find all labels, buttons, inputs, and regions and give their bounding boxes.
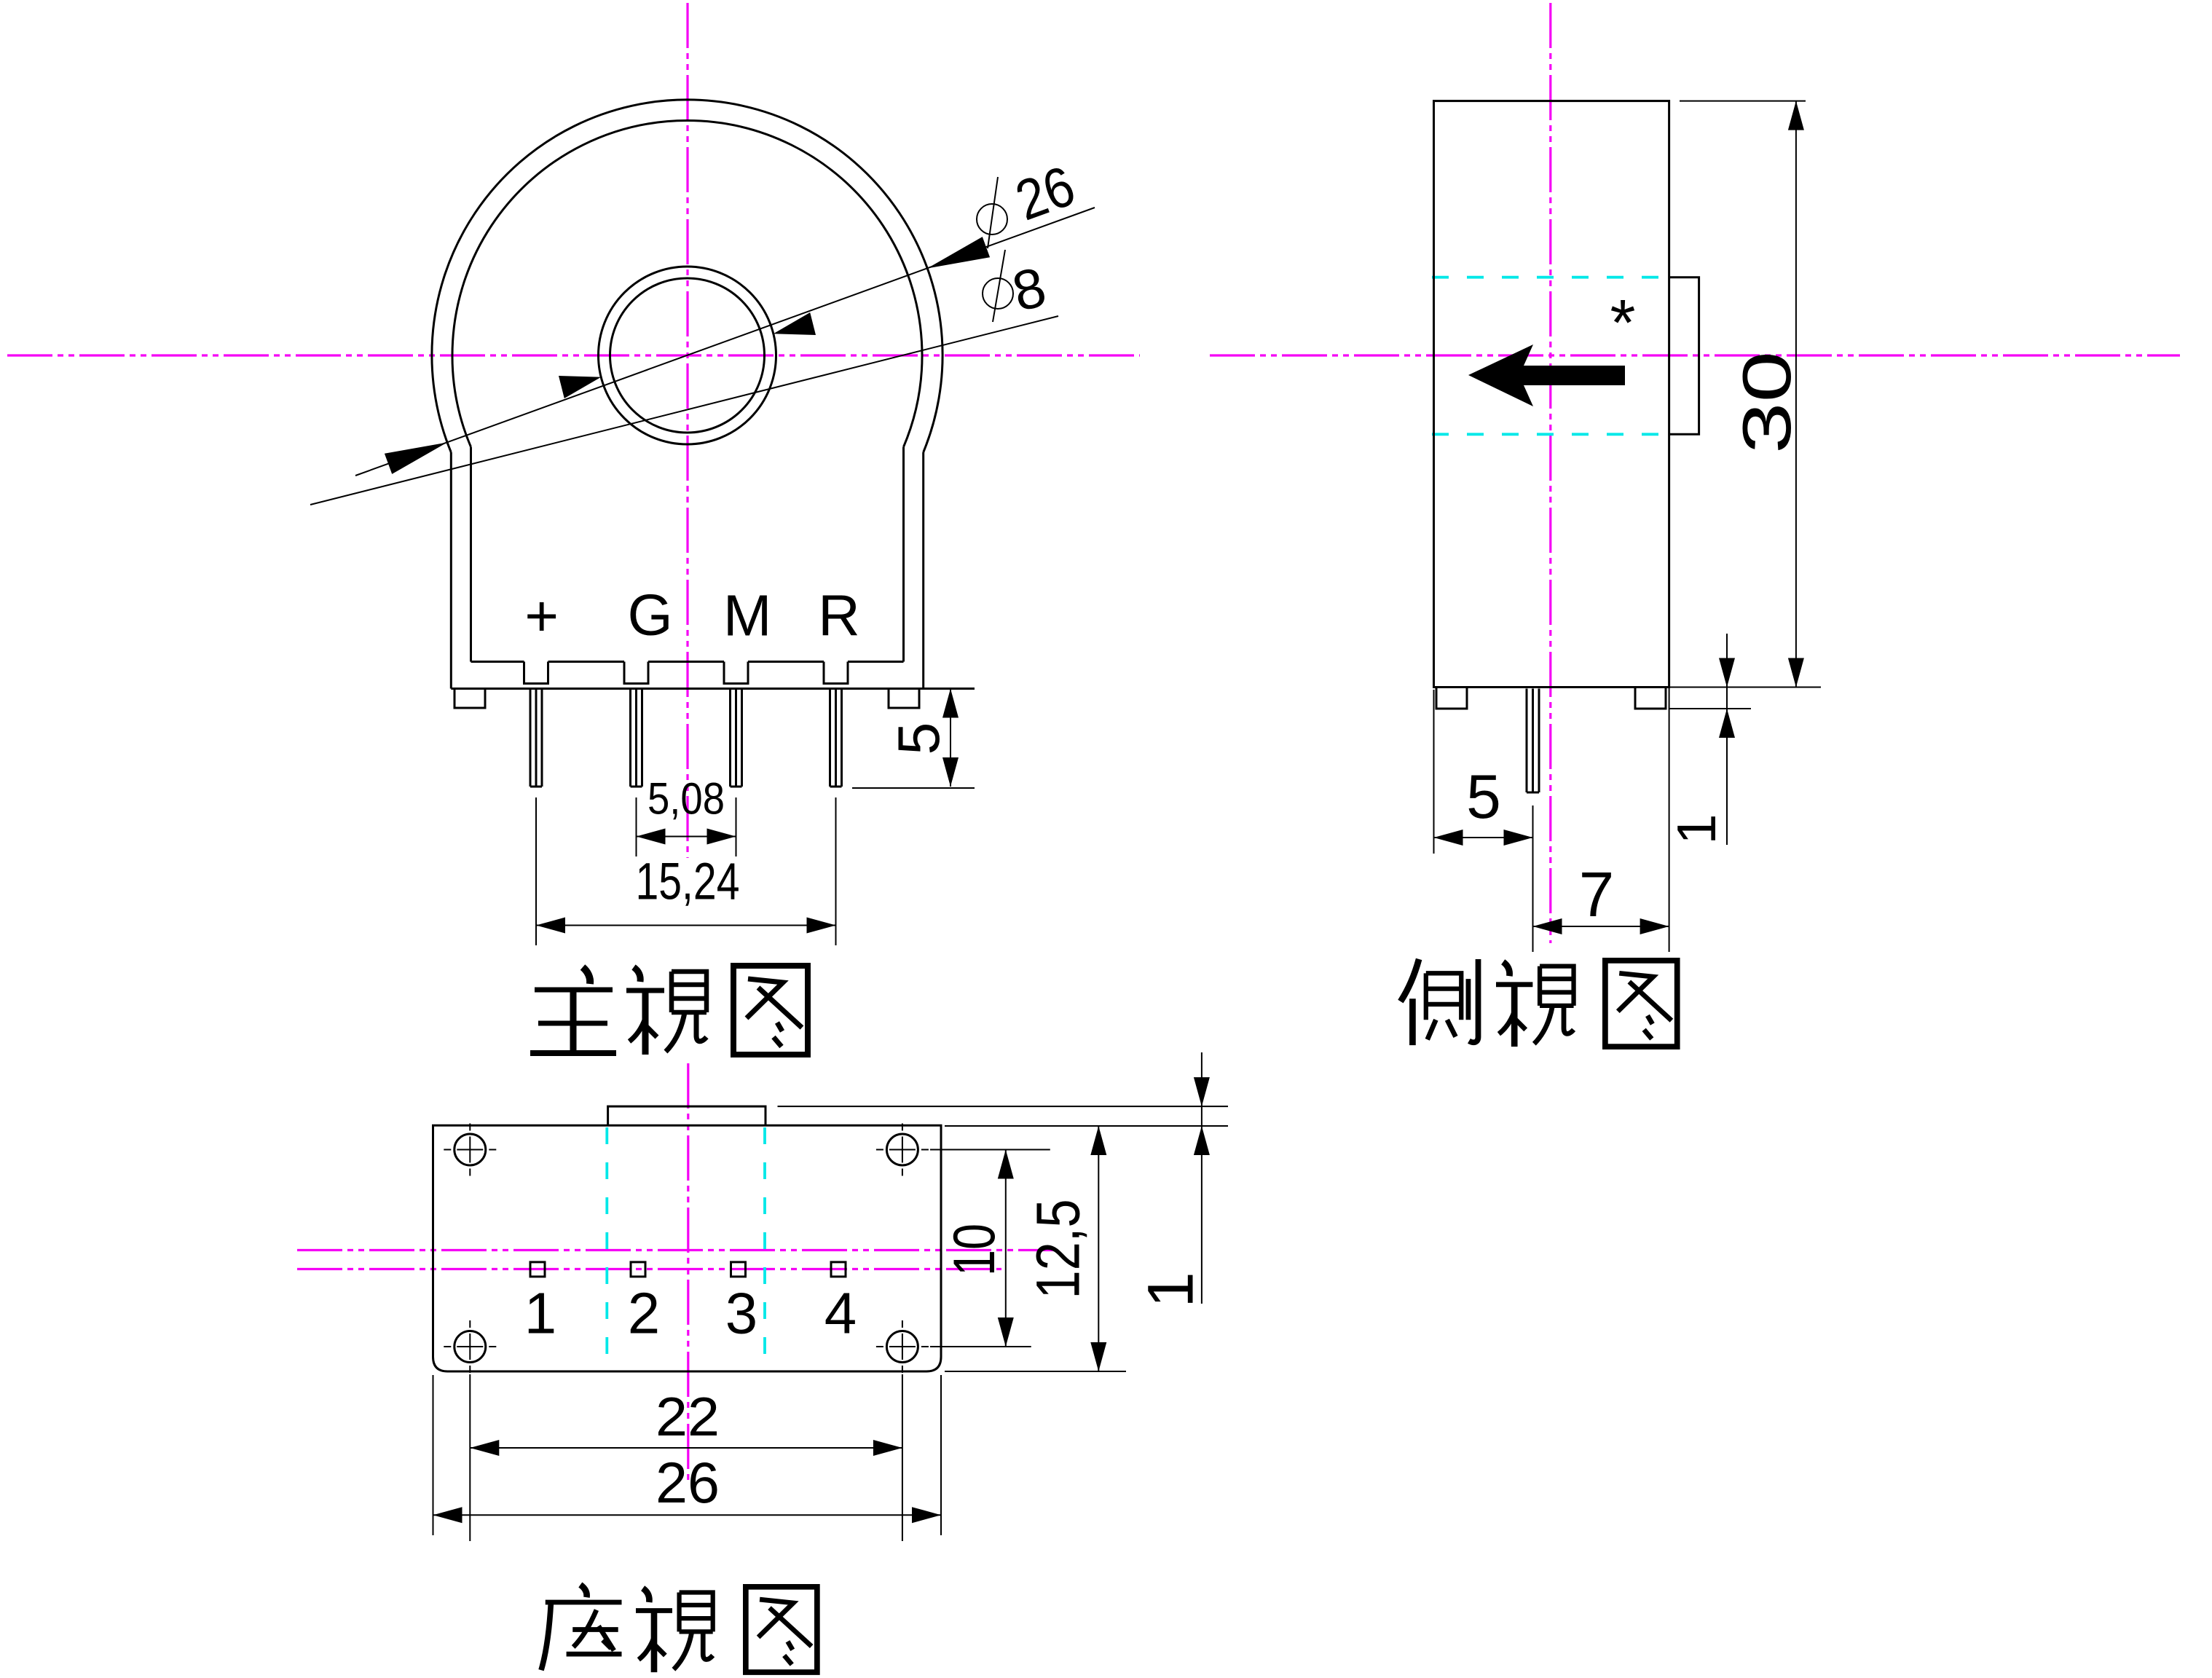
svg-text:*: * <box>1610 287 1635 360</box>
svg-text:+: + <box>524 583 559 648</box>
svg-text:5: 5 <box>886 722 952 755</box>
svg-text:4: 4 <box>824 1281 857 1346</box>
svg-text:10: 10 <box>942 1224 1007 1276</box>
svg-text:30: 30 <box>1728 351 1805 454</box>
svg-text:3: 3 <box>725 1281 757 1346</box>
svg-text:12,5: 12,5 <box>1024 1200 1093 1299</box>
svg-text:7: 7 <box>1579 859 1615 930</box>
svg-text:M: M <box>723 583 772 648</box>
svg-text:G: G <box>628 582 673 647</box>
svg-text:R: R <box>818 583 860 648</box>
svg-text:1: 1 <box>1666 814 1728 844</box>
svg-text:22: 22 <box>656 1387 720 1448</box>
svg-text:5,08: 5,08 <box>648 774 725 824</box>
svg-text:1: 1 <box>1135 1272 1207 1307</box>
svg-text:1: 1 <box>524 1281 556 1346</box>
svg-text:5: 5 <box>1466 762 1501 832</box>
svg-text:2: 2 <box>628 1281 660 1346</box>
svg-text:26: 26 <box>656 1451 720 1515</box>
svg-text:15,24: 15,24 <box>636 854 740 911</box>
